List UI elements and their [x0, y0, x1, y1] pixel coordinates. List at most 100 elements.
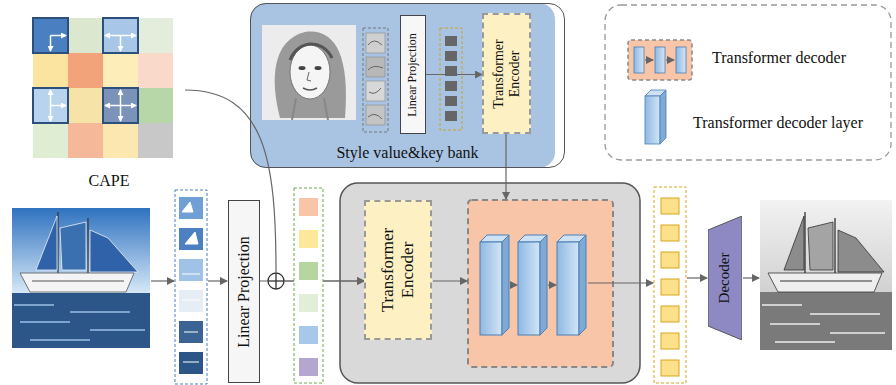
cape-grid — [33, 18, 173, 158]
flow-arrow — [433, 280, 467, 281]
drawing-rect — [175, 190, 207, 384]
flow-arrow — [743, 277, 759, 278]
flow-arrow — [687, 277, 707, 278]
drawing-rect — [634, 47, 644, 73]
drawing-line — [32, 281, 124, 282]
linear-projection-box: Linear Projection — [228, 200, 260, 383]
drawing-rect — [138, 53, 173, 88]
drawing-rect — [138, 88, 173, 123]
drawing-rect — [33, 18, 68, 53]
drawing-rect — [760, 292, 892, 350]
legend-text: Transformer decoder — [712, 48, 846, 67]
drawing-rect — [661, 306, 679, 322]
drawing-rect — [103, 123, 138, 158]
drawing-rect — [103, 18, 138, 53]
drawing-rect — [68, 18, 103, 53]
drawing-line — [50, 36, 52, 52]
drawing-line — [120, 90, 122, 106]
drawing-rect — [299, 326, 318, 344]
drawing-path — [303, 88, 317, 90]
group-title: Style value&key bank — [251, 144, 564, 162]
drawing-rect — [661, 225, 679, 241]
drawing-line — [50, 90, 52, 106]
drawing-rect — [645, 96, 660, 144]
content-patches — [175, 190, 207, 384]
drawing-rect — [445, 36, 457, 46]
drawing-path — [292, 98, 328, 120]
style-patches — [363, 28, 388, 132]
drawing-rect — [654, 187, 686, 383]
vertical-label: Transformer Encoder — [490, 20, 522, 128]
drawing-rect — [103, 53, 138, 88]
drawing-path — [307, 72, 311, 81]
drawing-path — [182, 202, 200, 362]
drawing-rect — [33, 53, 68, 88]
drawing-rect — [661, 360, 679, 376]
drawing-line — [87, 218, 88, 275]
flow-arrow — [151, 280, 174, 281]
content-sailboat-image — [12, 208, 150, 348]
drawing-line — [57, 212, 58, 275]
drawing-line — [120, 106, 122, 122]
add-symbol — [268, 273, 284, 289]
drawing-line — [645, 60, 653, 61]
legend-box — [605, 5, 891, 160]
drawing-path — [579, 235, 586, 335]
drawing-rect — [445, 66, 457, 76]
drawing-rect — [440, 28, 462, 130]
drawing-ellipse — [315, 66, 322, 70]
vertical-label: Linear Projection — [406, 33, 420, 117]
decoder-layers — [480, 235, 586, 335]
vertical-label: Linear Projection — [235, 236, 253, 348]
drawing-line — [121, 105, 137, 107]
drawing-line — [50, 106, 52, 122]
drawing-rect — [33, 88, 68, 123]
drawing-path — [275, 32, 346, 118]
drawing-rect — [676, 47, 686, 73]
drawing-rect — [103, 18, 138, 53]
style-bank-group: Style value&key bank Linear Projection Tra… — [250, 3, 565, 168]
drawing-rect — [760, 200, 892, 350]
drawing-rect — [661, 252, 679, 268]
drawing-polygon — [60, 222, 86, 270]
flow-arrow — [208, 280, 227, 281]
drawing-rect — [12, 293, 150, 348]
drawing-rect — [445, 96, 457, 106]
drawing-polygon — [768, 273, 882, 292]
drawing-ellipse — [290, 45, 330, 99]
drawing-polygon — [838, 230, 884, 272]
drawing-rect — [12, 208, 150, 293]
drawing-line — [120, 36, 122, 52]
drawing-rect — [445, 51, 457, 61]
decoder-trapezoid: Decoder — [708, 216, 742, 340]
drawing-line — [275, 273, 276, 289]
style-face-image — [262, 25, 356, 120]
drawing-line — [121, 35, 137, 37]
drawing-rect — [480, 242, 502, 335]
legend-text: Transformer decoder layer — [693, 113, 863, 132]
drawing-rect — [299, 230, 318, 248]
style-tokens — [440, 28, 462, 130]
drawing-line — [834, 218, 835, 275]
drawing-line — [51, 105, 67, 107]
drawing-rect — [68, 88, 103, 123]
drawing-rect — [68, 123, 103, 158]
stylized-output-image — [760, 200, 892, 350]
drawing-polygon — [784, 216, 804, 270]
drawing-polygon — [36, 216, 57, 270]
drawing-rect — [299, 262, 318, 280]
drawing-ellipse — [299, 66, 306, 70]
drawing-rect — [628, 40, 692, 80]
transformer-encoder-box: Transformer Encoder — [364, 200, 432, 340]
drawing-path — [368, 41, 383, 119]
drawing-rect — [363, 28, 388, 132]
group-title: CAPE — [33, 172, 185, 190]
drawing-rect — [661, 198, 679, 214]
drawing-rect — [299, 198, 318, 216]
cape-grid-block: CAPE — [33, 18, 185, 190]
drawing-circle — [268, 273, 284, 289]
flow-arrow — [588, 282, 653, 283]
drawing-line — [105, 105, 121, 107]
style-bank-fill — [250, 3, 555, 168]
